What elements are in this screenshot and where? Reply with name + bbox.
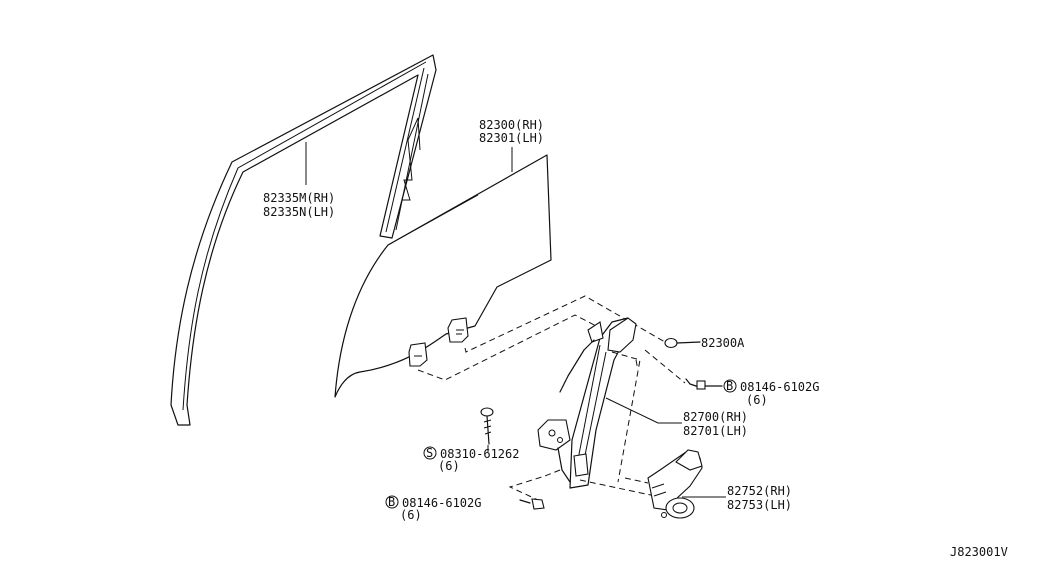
- part-labels: 82300(RH) 82301(LH) 82335M(RH) 82335N(LH…: [263, 118, 1008, 559]
- label-regulator-rh: 82700(RH): [683, 410, 748, 424]
- window-regulator: [537, 317, 637, 489]
- bolt-82300a-icon: [664, 337, 701, 349]
- s-marker-letter: S: [426, 446, 433, 460]
- reference-code: J823001V: [950, 545, 1008, 559]
- b-marker-upper-letter: B: [726, 379, 733, 393]
- label-channel-rh: 82335M(RH): [263, 191, 335, 205]
- door-glass: [334, 154, 552, 398]
- label-bolt-b-upper: 08146-6102G: [740, 380, 819, 394]
- label-glass-rh: 82300(RH): [479, 118, 544, 132]
- glass-run-channel: [170, 54, 437, 426]
- s-marker-icon: [423, 446, 437, 460]
- label-motor-lh: 82753(LH): [727, 498, 792, 512]
- label-motor-rh: 82752(RH): [727, 484, 792, 498]
- label-bolt-b-lower-qty: (6): [400, 508, 422, 522]
- label-regulator-lh: 82701(LH): [683, 424, 748, 438]
- label-bolt-b-lower: 08146-6102G: [402, 496, 481, 510]
- label-glass-lh: 82301(LH): [479, 131, 544, 145]
- regulator-motor: [647, 449, 703, 519]
- b-marker-lower-icon: [385, 495, 399, 509]
- leader-lines: [305, 142, 726, 498]
- label-channel-lh: 82335N(LH): [263, 205, 335, 219]
- bolt-08146-upper-icon: [685, 378, 723, 390]
- label-bolt-b-upper-qty: (6): [746, 393, 768, 407]
- screw-08310-icon: [480, 407, 494, 445]
- label-bolt-a: 82300A: [701, 336, 745, 350]
- bolt-08146-lower-icon: [519, 498, 545, 510]
- label-screw-s: 08310-61262: [440, 447, 519, 461]
- b-marker-upper-icon: [723, 379, 737, 393]
- b-marker-lower-letter: B: [388, 495, 395, 509]
- label-screw-s-qty: (6): [438, 459, 460, 473]
